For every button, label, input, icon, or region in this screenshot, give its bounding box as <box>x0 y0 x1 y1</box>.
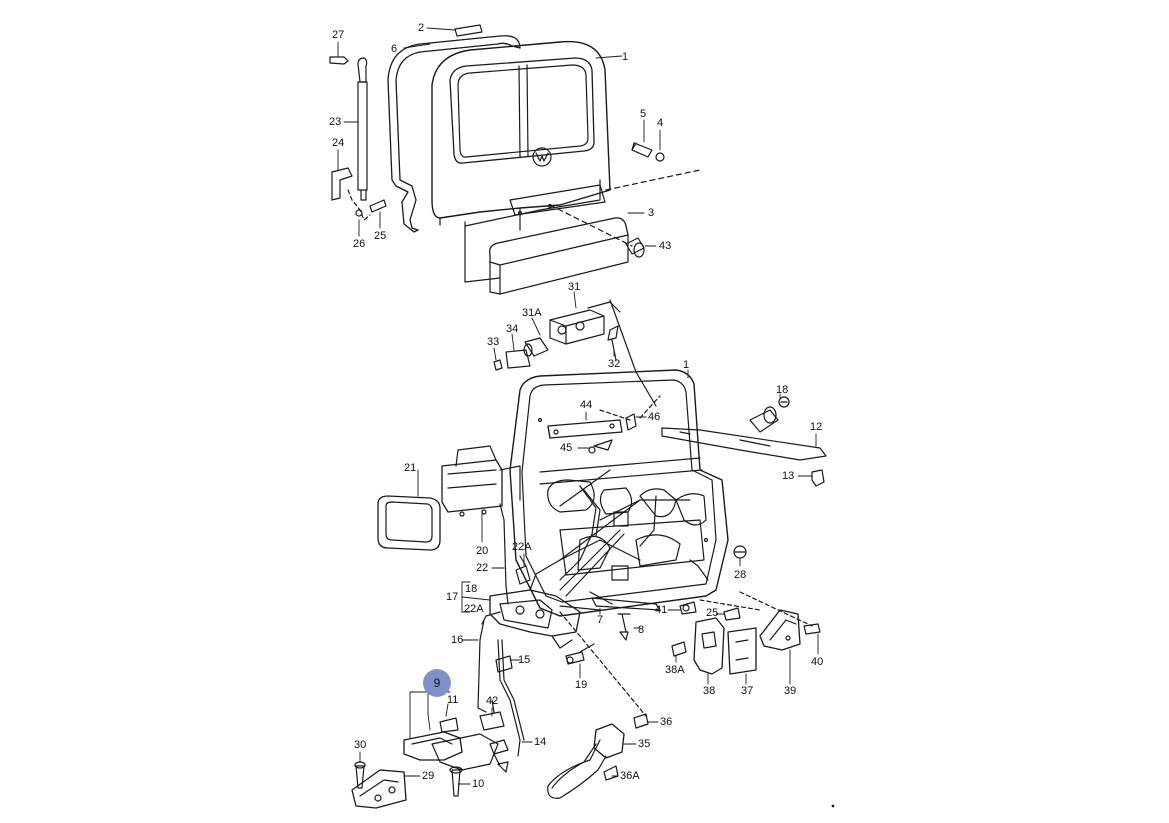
callout-25-upper: 25 <box>374 230 387 242</box>
tailgate-panel <box>432 42 644 294</box>
callout-5: 5 <box>640 108 647 120</box>
linkage-rods <box>560 486 690 596</box>
hinge-31 <box>494 302 620 370</box>
callout-38: 38 <box>703 685 716 697</box>
callout-12: 12 <box>810 421 823 433</box>
trim-strip-3 <box>490 218 628 265</box>
callout-22A: 22A <box>512 541 532 553</box>
callout-37: 37 <box>741 685 754 697</box>
callout-11: 11 <box>447 694 459 706</box>
handle-7 <box>592 598 660 610</box>
callout-7: 7 <box>597 614 604 626</box>
leader-lines-upper <box>338 28 660 246</box>
callout-29: 29 <box>422 770 435 782</box>
door-frame <box>510 370 728 616</box>
callout-36A: 36A <box>620 770 640 782</box>
callout-39: 39 <box>784 685 797 697</box>
callout-26: 26 <box>353 238 366 250</box>
bracket-24 <box>332 168 352 200</box>
seal-6 <box>388 36 520 232</box>
callout-41: 41 <box>655 604 668 616</box>
rod-16 <box>478 620 486 712</box>
callout-1-upper: 1 <box>622 51 629 63</box>
callout-24: 24 <box>332 137 345 149</box>
callout-40: 40 <box>811 656 824 668</box>
callout-6: 6 <box>391 43 398 55</box>
rod-22 <box>500 504 508 604</box>
callout-13: 13 <box>782 470 795 482</box>
strap-35 <box>548 612 648 798</box>
callout-46: 46 <box>648 411 661 423</box>
callout-33: 33 <box>487 336 500 348</box>
trim-frame-21 <box>378 496 440 550</box>
vw-logo <box>533 148 551 166</box>
callout-23: 23 <box>329 116 342 128</box>
callout-20: 20 <box>476 545 489 557</box>
bracket-20 <box>442 446 520 516</box>
callout-8: 8 <box>638 624 645 636</box>
callout-17: 17 <box>446 591 459 603</box>
highlight-badge-part-9[interactable]: 9 <box>423 669 451 697</box>
callout-31A: 31A <box>522 307 542 319</box>
callout-27: 27 <box>332 29 345 41</box>
callout-19: 19 <box>575 679 588 691</box>
callout-44: 44 <box>580 399 593 411</box>
lock-17 <box>490 560 580 648</box>
striker-assembly <box>672 592 820 674</box>
bracket-29 <box>352 770 406 808</box>
callout-30: 30 <box>354 739 367 751</box>
callout-45: 45 <box>560 442 573 454</box>
callout-4: 4 <box>657 117 664 129</box>
callout-25-lower: 25 <box>706 607 719 619</box>
callout-31: 31 <box>568 281 581 293</box>
callout-16: 16 <box>451 634 464 646</box>
callout-3: 3 <box>648 207 655 219</box>
callout-36: 36 <box>660 716 673 728</box>
callout-14: 14 <box>534 736 547 748</box>
callout-42: 42 <box>486 695 499 707</box>
callout-2: 2 <box>418 22 425 34</box>
callout-22: 22 <box>476 562 489 574</box>
callout-18-upper: 18 <box>776 384 789 396</box>
gas-strut-23 <box>330 57 367 200</box>
leader-lines-lower <box>360 370 818 784</box>
callout-22A-lower: 22A <box>464 603 484 615</box>
callout-32: 32 <box>608 358 621 370</box>
callout-28: 28 <box>734 569 747 581</box>
callout-18-lower: 18 <box>465 583 478 595</box>
callout-9: 9 <box>433 676 441 690</box>
callout-15: 15 <box>518 654 531 666</box>
callout-1-lower: 1 <box>683 359 690 371</box>
part-2-strip <box>455 25 482 36</box>
callout-43: 43 <box>659 240 672 252</box>
callout-10: 10 <box>472 778 485 790</box>
callout-35: 35 <box>638 738 651 750</box>
callout-34: 34 <box>506 323 519 335</box>
callout-21: 21 <box>404 462 417 474</box>
callout-38A: 38A <box>665 664 685 676</box>
trim-rail-12 <box>662 397 826 486</box>
